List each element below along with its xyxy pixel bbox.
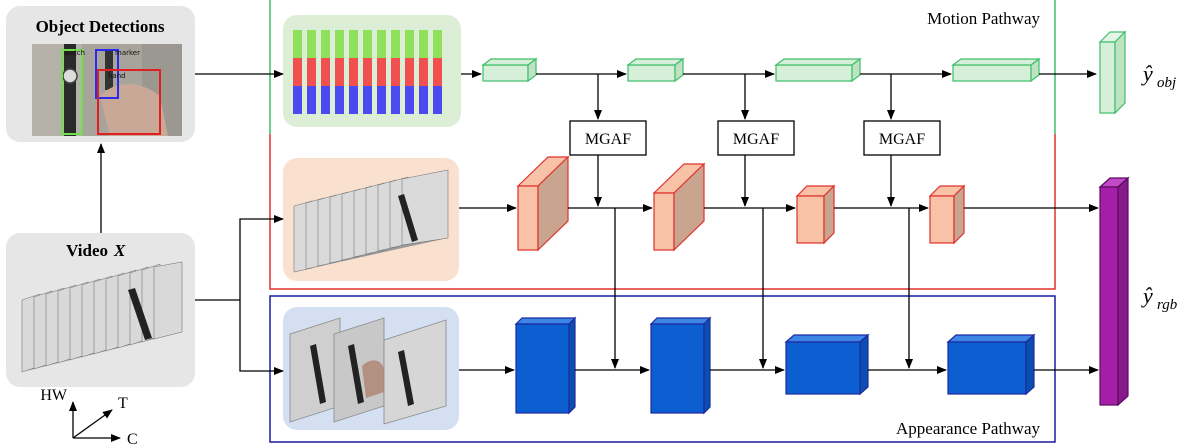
sampled-frame-3 <box>383 319 447 425</box>
video-variable: X <box>113 241 126 260</box>
axis-t-label: T <box>118 395 128 412</box>
obj-subscript: obj <box>1157 75 1176 91</box>
sampled-frame-1 <box>289 317 341 423</box>
motion-arrows <box>461 70 1097 120</box>
axis-hw-label: HW <box>40 387 68 404</box>
appearance-block-3 <box>784 333 870 396</box>
input-connectors <box>97 70 284 375</box>
motion-input-panel <box>283 15 461 127</box>
rgb-block-4 <box>928 184 966 245</box>
mgaf-module-1: MGAF <box>569 120 647 156</box>
mgaf-label-3: MGAF <box>879 131 925 148</box>
rgb-block-2 <box>652 162 706 252</box>
rgb-input-panel <box>283 158 459 281</box>
detection-image: watch marker hand <box>32 44 182 136</box>
rgb-subscript: rgb <box>1157 297 1178 313</box>
rgb-pathway-frame <box>269 134 1056 290</box>
video-title: Video <box>66 241 108 260</box>
mgaf-label-1: MGAF <box>585 131 631 148</box>
rgb-block-3 <box>795 184 836 245</box>
video-panel: Video X <box>6 233 195 387</box>
motion-block-3 <box>774 57 862 83</box>
hand-label: hand <box>108 72 126 80</box>
watch-bbox <box>61 49 83 135</box>
hand-bbox <box>97 69 161 135</box>
mgaf-module-2: MGAF <box>717 120 795 156</box>
appearance-input-panel <box>283 307 459 430</box>
appearance-block-4 <box>946 333 1036 396</box>
object-feature-stripes <box>293 30 442 114</box>
motion-feature-blocks <box>481 57 1041 83</box>
object-detections-panel: Object Detections watch marker hand <box>6 6 195 142</box>
motion-block-4 <box>951 57 1041 83</box>
motion-block-1 <box>481 57 538 83</box>
appearance-pathway-label: Appearance Pathway <box>896 419 1040 438</box>
appearance-feature-blocks <box>514 316 1036 415</box>
motion-pathway-label: Motion Pathway <box>927 9 1040 28</box>
rgb-prediction-label: ŷ rgb <box>1141 283 1178 313</box>
axis-c-label: C <box>127 431 138 448</box>
motion-block-2 <box>626 57 685 83</box>
appearance-block-1 <box>514 316 577 415</box>
mgaf-label-2: MGAF <box>733 131 779 148</box>
mgaf-module-3: MGAF <box>863 120 941 156</box>
rgb-output-block <box>1098 176 1130 407</box>
marker-bbox <box>95 49 119 99</box>
watch-label: watch <box>64 49 85 57</box>
obj-prediction-label: ŷ obj <box>1141 61 1176 91</box>
detections-title: Object Detections <box>36 17 165 36</box>
sampled-frame-2 <box>333 317 385 423</box>
object-output-block <box>1098 30 1127 115</box>
rgb-hat: ŷ <box>1141 283 1153 308</box>
motion-pathway-frame: Motion Pathway <box>269 0 1056 134</box>
marker-label: marker <box>115 49 140 57</box>
rgb-feature-blocks <box>516 155 966 252</box>
rgb-block-1 <box>516 155 570 252</box>
video-frame-stack <box>21 261 183 373</box>
appearance-block-2 <box>649 316 712 415</box>
obj-hat: ŷ <box>1141 61 1153 86</box>
rgb-arrows <box>459 155 1099 369</box>
appearance-pathway-frame: Appearance Pathway <box>269 295 1056 443</box>
axes-indicator: HW T C <box>40 387 137 448</box>
